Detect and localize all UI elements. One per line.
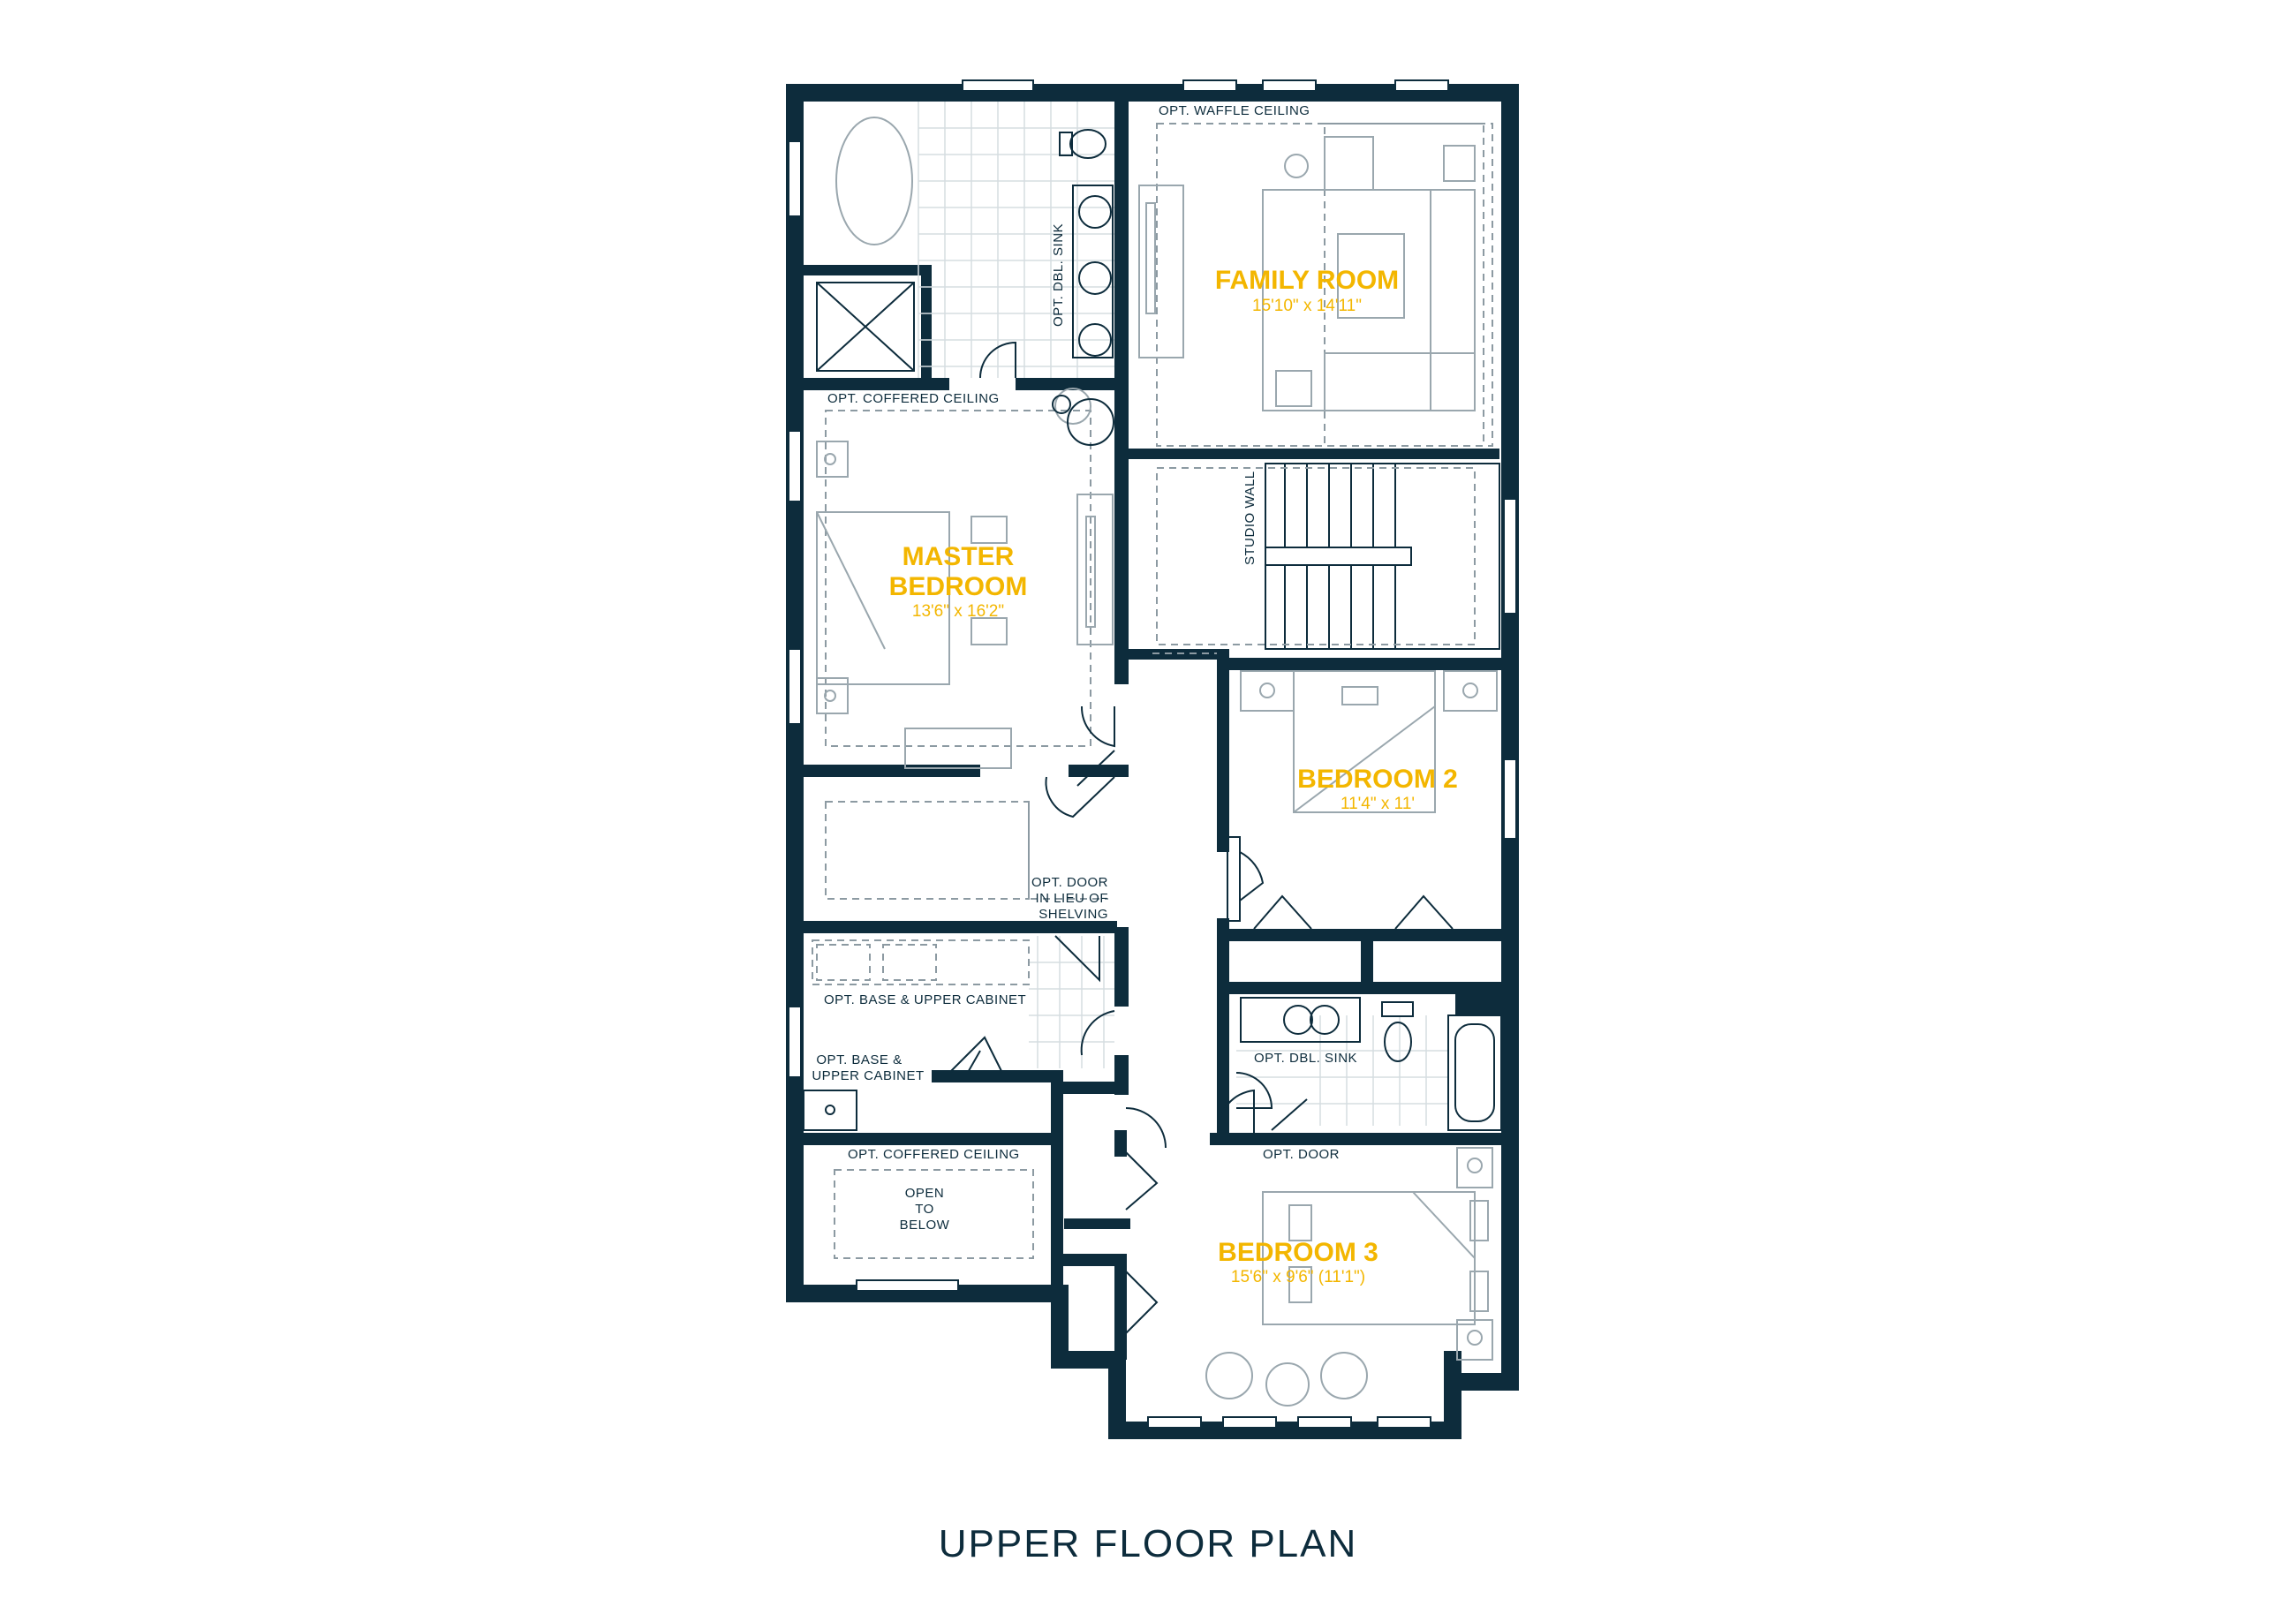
bedroom-3-dims: 15'6" x 9'6" (11'1") <box>1231 1268 1365 1286</box>
bedroom-2-dims: 11'4" x 11' <box>1341 795 1415 813</box>
armchair-icon <box>1324 136 1374 191</box>
media-unit-icon <box>1138 185 1184 358</box>
vanity-icon <box>1072 185 1114 358</box>
note-open-2: TO <box>915 1202 934 1217</box>
laundry-sink-icon <box>803 1090 857 1131</box>
family-room <box>1138 123 1493 447</box>
family-room-name: FAMILY ROOM <box>1215 266 1399 295</box>
master-ensuite <box>816 102 1114 379</box>
sink-icon <box>1078 261 1112 295</box>
note-coffered-master: OPT. COFFERED CEILING <box>827 391 1000 406</box>
plan-title: UPPER FLOOR PLAN <box>939 1522 1358 1565</box>
note-opt-door-2: IN LIEU OF <box>1035 891 1108 906</box>
master-bedroom-name-2: BEDROOM <box>889 572 1028 601</box>
armchair-icon <box>1320 1352 1368 1399</box>
note-studio-wall: STUDIO WALL <box>1242 471 1258 565</box>
toilet-icon <box>1069 129 1106 159</box>
vanity-icon <box>1240 997 1361 1043</box>
hall-closets <box>1125 1107 1167 1334</box>
bed-icon <box>816 511 950 685</box>
note-coffered-lower: OPT. COFFERED CEILING <box>848 1147 1020 1162</box>
note-base-upper-2b: UPPER CABINET <box>812 1068 924 1083</box>
family-room-dims: 15'10" x 14'11" <box>1252 297 1362 315</box>
bedroom-2-bathroom <box>1235 997 1502 1131</box>
staircase <box>1152 463 1500 654</box>
coffee-table-icon <box>1337 233 1405 319</box>
note-dbl-sink-bath: OPT. DBL. SINK <box>1254 1051 1357 1066</box>
side-table-icon <box>1265 1362 1310 1407</box>
bathtub-icon <box>835 117 913 245</box>
bedroom-3-name: BEDROOM 3 <box>1218 1238 1378 1267</box>
note-base-upper-1: OPT. BASE & UPPER CABINET <box>824 992 1026 1007</box>
windows <box>788 79 1517 1429</box>
note-waffle-ceiling: OPT. WAFFLE CEILING <box>1159 103 1310 118</box>
bedroom-2 <box>1227 670 1498 930</box>
master-bedroom-dims: 13'6" x 16'2" <box>912 602 1004 621</box>
bed-icon <box>1293 670 1436 813</box>
exterior-walls <box>786 84 1519 1439</box>
shower-icon <box>816 282 915 372</box>
bathtub-icon <box>1447 1014 1502 1131</box>
note-opt-door: OPT. DOOR <box>1263 1147 1340 1162</box>
master-bedroom <box>816 388 1115 787</box>
note-open-1: OPEN <box>905 1186 945 1201</box>
master-bedroom-name-1: MASTER <box>903 542 1015 571</box>
note-opt-door-3: SHELVING <box>1038 907 1108 922</box>
toilet-icon <box>1384 1022 1412 1062</box>
armchair-icon <box>1205 1352 1253 1399</box>
laundry <box>803 935 1115 1131</box>
interior-walls <box>799 97 1506 1360</box>
note-opt-door-1: OPT. DOOR <box>1031 875 1108 890</box>
bedroom-2-name: BEDROOM 2 <box>1297 765 1458 794</box>
bedroom-3 <box>1205 1089 1493 1407</box>
walk-in-closet <box>825 776 1115 900</box>
note-open-3: BELOW <box>900 1218 950 1233</box>
note-base-upper-2a: OPT. BASE & <box>816 1052 902 1067</box>
dresser-icon <box>1076 494 1114 645</box>
note-dbl-sink-master: OPT. DBL. SINK <box>1051 223 1066 327</box>
labels: OPT. WAFFLE CEILING OPT. DBL. SINK OPT. … <box>812 103 1458 1565</box>
open-to-below-area <box>834 1169 1034 1259</box>
sink-icon <box>1283 1005 1313 1035</box>
